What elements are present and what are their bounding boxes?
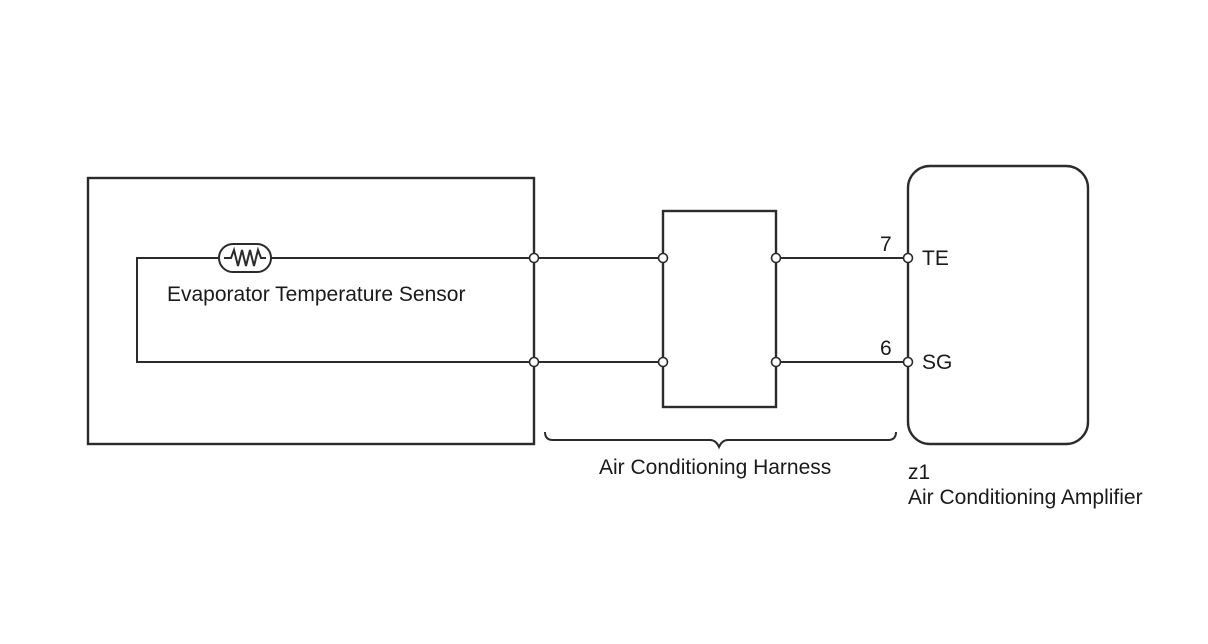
terminal-node xyxy=(528,252,540,264)
sensor-housing-box xyxy=(86,176,536,446)
terminal-node xyxy=(902,252,914,264)
pin-number-sg: 6 xyxy=(880,337,892,360)
harness-connector-box xyxy=(661,209,778,409)
amplifier-code: z1 xyxy=(908,461,930,484)
harness-brace xyxy=(544,431,897,450)
pin-name-sg: SG xyxy=(922,351,952,374)
terminal-node xyxy=(902,356,914,368)
terminal-node xyxy=(657,252,669,264)
amplifier-box xyxy=(906,164,1090,446)
sensor-internal-loop xyxy=(136,257,534,363)
terminal-node xyxy=(657,356,669,368)
thermistor-icon xyxy=(218,243,272,273)
harness-label: Air Conditioning Harness xyxy=(599,456,831,479)
terminal-node xyxy=(528,356,540,368)
pin-name-te: TE xyxy=(922,247,949,270)
pin-number-te: 7 xyxy=(880,233,892,256)
amplifier-label: Air Conditioning Amplifier xyxy=(908,486,1143,509)
terminal-node xyxy=(770,356,782,368)
sensor-label: Evaporator Temperature Sensor xyxy=(167,283,465,306)
terminal-node xyxy=(770,252,782,264)
